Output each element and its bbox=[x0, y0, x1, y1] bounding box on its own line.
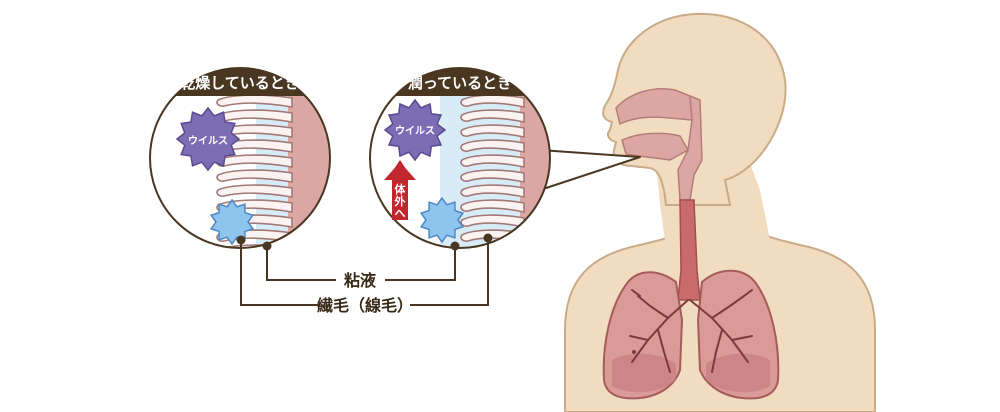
arrow-label-3: へ bbox=[395, 207, 406, 220]
cilium bbox=[216, 169, 293, 183]
cilium bbox=[460, 109, 525, 123]
svg-text:ウイルス: ウイルス bbox=[188, 135, 228, 147]
cilium bbox=[460, 199, 525, 213]
panel-moist: 潤っているとき ウイルス 体 外 へ bbox=[369, 67, 551, 249]
virus-purple: ウイルス bbox=[175, 106, 241, 172]
legend-dots bbox=[236, 233, 493, 251]
legend bbox=[240, 238, 489, 306]
panel-title: 乾燥しているとき bbox=[180, 74, 300, 92]
cilium bbox=[460, 124, 525, 138]
oral-cavity bbox=[621, 132, 690, 161]
cilium bbox=[460, 184, 525, 198]
cilium bbox=[460, 169, 525, 183]
virus-blue bbox=[419, 196, 465, 244]
cilium bbox=[216, 244, 293, 248]
cilium bbox=[460, 154, 525, 168]
arrow-label-2: 外 bbox=[394, 194, 406, 208]
cilium bbox=[460, 214, 525, 228]
svg-text:ウイルス: ウイルス bbox=[395, 125, 435, 137]
bronchi bbox=[629, 289, 753, 373]
legend-mucus-label: 粘液 bbox=[344, 271, 377, 290]
expel-arrow: 体 外 へ bbox=[384, 160, 416, 220]
cilium bbox=[460, 139, 525, 153]
human-figure bbox=[564, 12, 876, 412]
arrow-label-1: 体 bbox=[395, 182, 407, 196]
panel-dry: 乾燥しているとき ウイルス bbox=[149, 67, 331, 249]
virus-purple: ウイルス bbox=[383, 98, 447, 162]
cilium bbox=[216, 154, 293, 168]
legend-cilia-label: 繊毛（線毛） bbox=[317, 296, 413, 315]
callout-pointer bbox=[539, 149, 641, 191]
panel-title: 潤っているとき bbox=[408, 74, 512, 92]
virus-blue bbox=[209, 198, 255, 246]
cilium bbox=[216, 184, 293, 198]
